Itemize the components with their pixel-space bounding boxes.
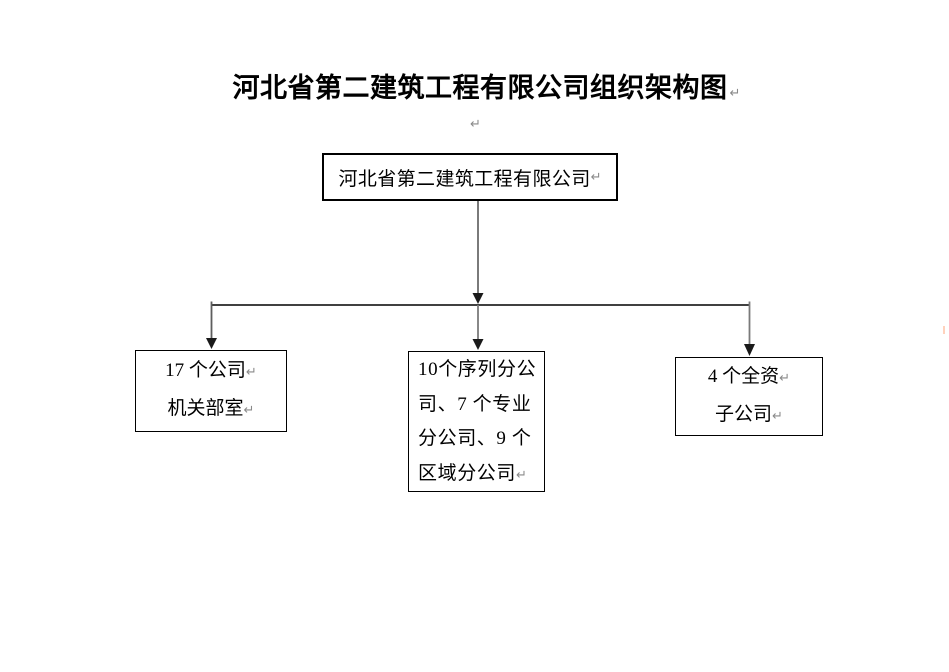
node-text-line: 司、7 个专业 <box>418 388 544 423</box>
return-mark-icon: ↵ <box>516 467 527 483</box>
departments-line1: 17 个公司 <box>165 360 246 381</box>
return-mark-icon: ↵ <box>243 403 255 418</box>
branches-line4: 区域分公司 <box>418 462 517 484</box>
node-text-line: 机关部室↵ <box>168 391 255 429</box>
org-node-departments[interactable]: 17 个公司↵ 机关部室↵ <box>135 350 287 432</box>
org-node-root-label: 河北省第二建筑工程有限公司 <box>338 168 591 190</box>
branches-line2: 司、7 个专业 <box>418 393 532 415</box>
return-mark-icon: ↵ <box>590 169 602 185</box>
org-node-subsidiaries[interactable]: 4 个全资↵ 子公司↵ <box>675 357 823 436</box>
node-text-line: 子公司↵ <box>715 397 783 435</box>
return-mark-icon: ↵ <box>772 408 783 424</box>
arrowhead-icon <box>206 338 217 349</box>
org-node-root[interactable]: 河北省第二建筑工程有限公司↵ <box>322 153 618 201</box>
subsidiaries-line1: 4 个全资 <box>707 365 780 387</box>
page-title: 河北省第二建筑工程有限公司组织架构图 <box>232 73 728 103</box>
departments-line2: 机关部室 <box>167 398 244 419</box>
org-node-branch-companies[interactable]: 10个序列分公 司、7 个专业 分公司、9 个 区域分公司↵ <box>408 351 545 492</box>
node-text-line: 分公司、9 个 <box>418 422 544 457</box>
return-mark-icon: ↵ <box>729 86 741 101</box>
return-mark-icon: ↵ <box>470 117 481 132</box>
branches-line1: 10个序列分公 <box>418 359 537 380</box>
node-text-line: 17 个公司↵ <box>165 353 257 391</box>
return-mark-icon: ↵ <box>779 370 791 386</box>
node-text-line: 4 个全资↵ <box>708 359 790 397</box>
node-text-line: 区域分公司↵ <box>418 457 544 494</box>
branches-line3: 分公司、9 个 <box>418 428 532 450</box>
arrowhead-icon <box>472 293 484 304</box>
return-mark-icon: ↵ <box>245 365 257 380</box>
subsidiaries-line2: 子公司 <box>715 403 773 425</box>
node-text-line: 10个序列分公 <box>418 353 544 388</box>
arrowhead-icon <box>744 344 755 356</box>
chart-title-row: 河北省第二建筑工程有限公司组织架构图↵ <box>12 66 949 105</box>
page-edge-artifact <box>943 326 945 334</box>
arrowhead-icon <box>472 339 484 350</box>
